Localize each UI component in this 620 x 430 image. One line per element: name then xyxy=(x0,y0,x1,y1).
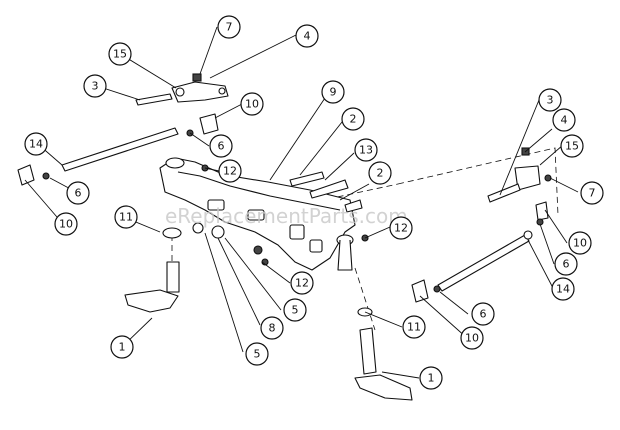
svg-text:4: 4 xyxy=(304,30,311,43)
frame-hardware xyxy=(192,164,369,266)
svg-text:1: 1 xyxy=(428,372,435,385)
svg-text:11: 11 xyxy=(407,321,421,334)
watermark: eReplacementParts.com xyxy=(165,204,408,228)
svg-text:3: 3 xyxy=(547,94,554,107)
svg-text:12: 12 xyxy=(394,222,408,235)
upper-steering-arm xyxy=(135,73,229,137)
callout-6: 6 xyxy=(209,134,233,158)
callout-9: 9 xyxy=(321,80,345,104)
svg-text:6: 6 xyxy=(218,140,225,153)
callout-11: 11 xyxy=(402,315,426,339)
svg-text:6: 6 xyxy=(480,308,487,321)
callout-14: 14 xyxy=(551,277,575,301)
svg-text:2: 2 xyxy=(377,167,384,180)
svg-text:6: 6 xyxy=(75,187,82,200)
callout-12: 12 xyxy=(290,271,314,295)
callout-5: 5 xyxy=(245,342,269,366)
callout-13: 13 xyxy=(354,138,378,162)
callout-6: 6 xyxy=(66,181,90,205)
callout-2: 2 xyxy=(341,107,365,131)
callout-6: 6 xyxy=(554,252,578,276)
svg-text:7: 7 xyxy=(226,21,233,34)
right-steering-arm xyxy=(487,147,552,226)
svg-text:9: 9 xyxy=(330,86,337,99)
svg-text:6: 6 xyxy=(563,258,570,271)
callout-8: 8 xyxy=(260,316,284,340)
callout-10: 10 xyxy=(54,212,78,236)
svg-text:12: 12 xyxy=(223,165,237,178)
svg-text:2: 2 xyxy=(350,113,357,126)
svg-text:12: 12 xyxy=(295,277,309,290)
callout-7: 7 xyxy=(580,181,604,205)
svg-text:3: 3 xyxy=(92,80,99,93)
callout-4: 4 xyxy=(295,24,319,48)
svg-text:4: 4 xyxy=(561,114,568,127)
right-spindle xyxy=(354,307,413,401)
leader-lines xyxy=(24,26,579,379)
svg-text:13: 13 xyxy=(359,144,373,157)
callout-2: 2 xyxy=(368,161,392,185)
callout-7: 7 xyxy=(217,15,241,39)
callout-1: 1 xyxy=(110,335,134,359)
left-tie-rod xyxy=(17,127,179,186)
svg-text:5: 5 xyxy=(292,304,299,317)
callout-10: 10 xyxy=(460,326,484,350)
callout-6: 6 xyxy=(471,302,495,326)
callout-14: 14 xyxy=(24,132,48,156)
svg-text:10: 10 xyxy=(245,98,259,111)
callout-5: 5 xyxy=(283,298,307,322)
callout-3: 3 xyxy=(83,74,107,98)
callout-12: 12 xyxy=(389,216,413,240)
callouts: 1 1 2 2 3 3 4 4 5 5 6 6 6 6 7 7 8 9 10 1… xyxy=(24,15,604,390)
svg-text:7: 7 xyxy=(589,187,596,200)
svg-text:10: 10 xyxy=(59,218,73,231)
left-spindle xyxy=(124,227,182,313)
callout-4: 4 xyxy=(552,108,576,132)
svg-text:1: 1 xyxy=(119,341,126,354)
callout-15: 15 xyxy=(560,134,584,158)
svg-text:15: 15 xyxy=(565,140,579,153)
callout-12: 12 xyxy=(218,159,242,183)
svg-text:5: 5 xyxy=(254,348,261,361)
callout-10: 10 xyxy=(240,92,264,116)
right-tie-rod xyxy=(411,230,533,303)
callout-3: 3 xyxy=(538,88,562,112)
callout-1: 1 xyxy=(419,366,443,390)
svg-text:8: 8 xyxy=(269,322,276,335)
svg-text:15: 15 xyxy=(113,48,127,61)
axle-frame xyxy=(159,157,356,271)
callout-15: 15 xyxy=(108,42,132,66)
svg-text:14: 14 xyxy=(29,138,43,151)
svg-text:11: 11 xyxy=(119,211,133,224)
svg-text:10: 10 xyxy=(465,332,479,345)
svg-text:14: 14 xyxy=(556,283,570,296)
callout-11: 11 xyxy=(114,205,138,229)
svg-text:10: 10 xyxy=(573,237,587,250)
callout-10: 10 xyxy=(568,231,592,255)
